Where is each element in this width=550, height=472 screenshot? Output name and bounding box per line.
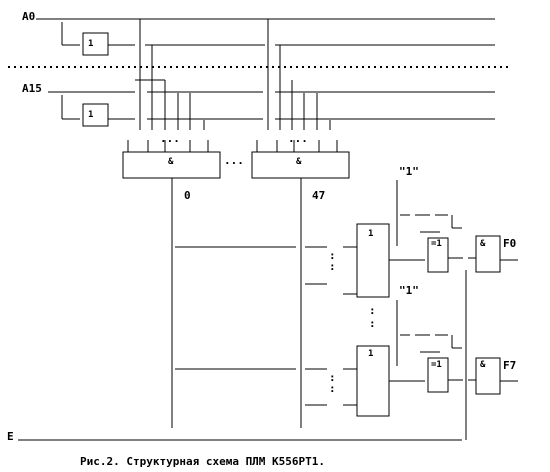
inverter-gate-a0-symbol: 1 (88, 39, 93, 49)
input-label-a0: A0 (22, 10, 35, 23)
and-gates-dots: ... (224, 154, 244, 167)
term-label-first: 0 (184, 189, 191, 202)
output-label-f0: F0 (503, 237, 516, 250)
output-and-top-symbol: & (480, 239, 486, 249)
input-label-a15: A15 (22, 82, 42, 95)
and-gate-first-symbol: & (168, 157, 174, 167)
and-gate-last-symbol: & (296, 157, 302, 167)
or-inputs-dots-bottom-2: : (329, 382, 336, 395)
outputs-dots-1: : (369, 304, 376, 317)
term-label-last: 47 (312, 189, 325, 202)
output-label-f7: F7 (503, 359, 516, 372)
outputs-dots-2: : (369, 317, 376, 330)
enable-label: E (7, 430, 14, 443)
or-inputs-dots-bottom-1: : (329, 371, 336, 384)
xor-gate-top-symbol: =1 (431, 239, 442, 249)
or-inputs-dots-top-2: : (329, 260, 336, 273)
or-gate-top-symbol: 1 (368, 229, 373, 239)
output-and-bottom-symbol: & (480, 360, 486, 370)
or-gate-bottom-symbol: 1 (368, 349, 373, 359)
wiring (8, 18, 518, 441)
constant-one-label-top: "1" (399, 165, 419, 178)
xor-gate-bottom-symbol: =1 (431, 360, 442, 370)
inverter-gate-a15-symbol: 1 (88, 110, 93, 120)
and-inputs-dots-left: ... (160, 132, 180, 145)
figure-caption: Рис.2. Структурная схема ПЛМ К556РТ1. (80, 455, 325, 468)
and-inputs-dots-right: ... (288, 132, 308, 145)
constant-one-label-bottom: "1" (399, 284, 419, 297)
or-inputs-dots-top-1: : (329, 249, 336, 262)
